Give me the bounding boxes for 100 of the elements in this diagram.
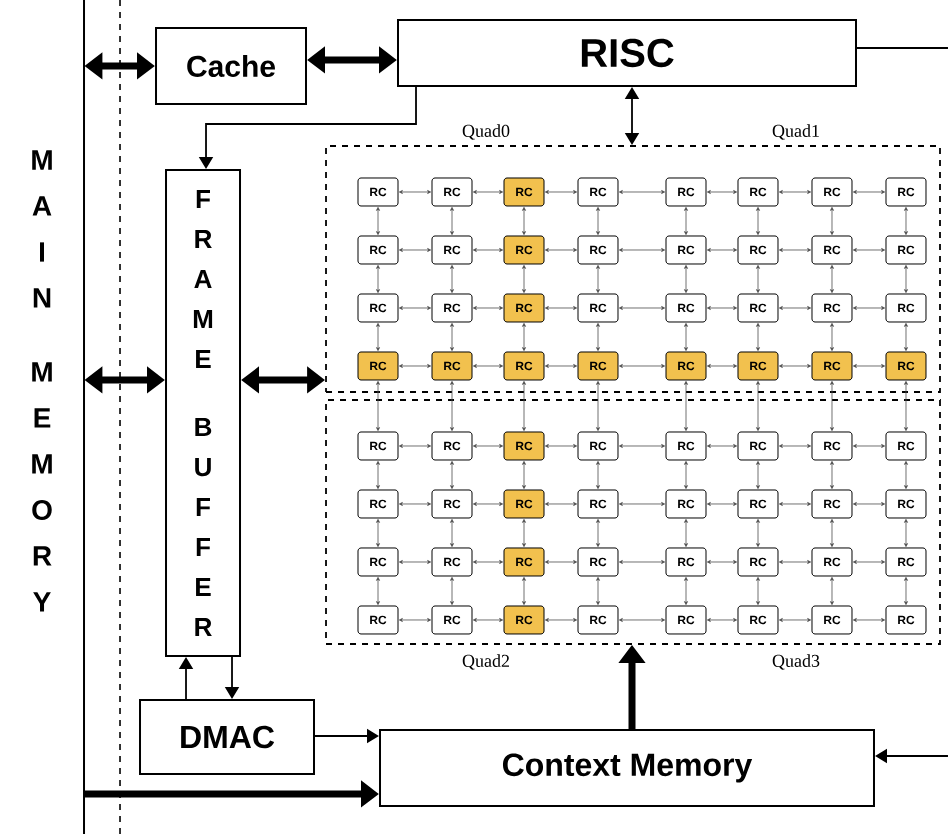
- arrow: [779, 364, 811, 368]
- arrow: [596, 323, 600, 351]
- quad-label: Quad2: [462, 654, 509, 670]
- arrow: [473, 248, 503, 252]
- arrow: [707, 190, 737, 194]
- arrow: [684, 461, 688, 489]
- arrow: [545, 248, 577, 252]
- arrow: [904, 265, 908, 293]
- arrow: [684, 265, 688, 293]
- arrow: [473, 190, 503, 194]
- arrow: [522, 381, 526, 431]
- arrow: [684, 519, 688, 547]
- arrow: [376, 381, 380, 431]
- arrow: [619, 560, 665, 564]
- arrow: [707, 248, 737, 252]
- arrow: [779, 190, 811, 194]
- arrow: [545, 190, 577, 194]
- arrow: [707, 364, 737, 368]
- arrow: [707, 502, 737, 506]
- arrow: [904, 577, 908, 605]
- arrow: [473, 444, 503, 448]
- arrow: [399, 190, 431, 194]
- arrow: [450, 577, 454, 605]
- arrow: [450, 519, 454, 547]
- arrow: [853, 444, 885, 448]
- arrow: [756, 207, 760, 235]
- arrow: [756, 265, 760, 293]
- quad-label: Quad3: [772, 654, 820, 670]
- arrow: [904, 323, 908, 351]
- arrow: [756, 323, 760, 351]
- vertical-label: M A I N M E M O R Y: [32, 150, 52, 612]
- buffer-box: F R A M E B U F F E R: [165, 169, 241, 657]
- arrow: [399, 248, 431, 252]
- arrow: [522, 519, 526, 547]
- arrow: [779, 502, 811, 506]
- arrow: [450, 461, 454, 489]
- arrow: [619, 190, 665, 194]
- arrow: [399, 364, 431, 368]
- arrow: [904, 207, 908, 235]
- arrow: [830, 461, 834, 489]
- arrow: [619, 306, 665, 310]
- arrow: [619, 248, 665, 252]
- arrow: [376, 207, 380, 235]
- controller-box: DMAC: [139, 699, 315, 775]
- arrow: [545, 502, 577, 506]
- arrow: [779, 248, 811, 252]
- arrow: [853, 560, 885, 564]
- arrow: [596, 265, 600, 293]
- arrow: [830, 381, 834, 431]
- arrow: [376, 323, 380, 351]
- arrow: [450, 381, 454, 431]
- arrow: [596, 207, 600, 235]
- arrow: [830, 207, 834, 235]
- arrow: [853, 618, 885, 622]
- arrow: [756, 519, 760, 547]
- arrow: [399, 306, 431, 310]
- arrow: [707, 560, 737, 564]
- arrow: [853, 248, 885, 252]
- arrow: [830, 323, 834, 351]
- quad-label: Quad0: [462, 124, 510, 140]
- arrow: [853, 190, 885, 194]
- arrow: [522, 207, 526, 235]
- arrow: [545, 560, 577, 564]
- arrow: [596, 577, 600, 605]
- arrow: [619, 444, 665, 448]
- arrow: [830, 265, 834, 293]
- arrow: [473, 364, 503, 368]
- arrow: [707, 618, 737, 622]
- arrow: [853, 364, 885, 368]
- arrow: [830, 577, 834, 605]
- arrow: [450, 265, 454, 293]
- arrow: [904, 461, 908, 489]
- arrow: [830, 519, 834, 547]
- arrow: [473, 502, 503, 506]
- arrow: [596, 381, 600, 431]
- arrow: [619, 618, 665, 622]
- arrow: [376, 461, 380, 489]
- arrow: [473, 560, 503, 564]
- arrow: [904, 381, 908, 431]
- memory-box: Context Memory: [379, 729, 875, 807]
- arrow: [450, 323, 454, 351]
- array-region: [325, 399, 941, 645]
- arrow: [779, 618, 811, 622]
- arrow: [450, 207, 454, 235]
- arrow: [779, 560, 811, 564]
- arrow: [545, 618, 577, 622]
- cache-box: Cache: [155, 27, 307, 105]
- arrow: [596, 461, 600, 489]
- arrow: [756, 577, 760, 605]
- arrow: [522, 577, 526, 605]
- arrow: [522, 265, 526, 293]
- arrow: [684, 323, 688, 351]
- array-region: [325, 145, 941, 393]
- arrow: [779, 306, 811, 310]
- arrow: [619, 502, 665, 506]
- arrow: [399, 560, 431, 564]
- arrow: [545, 444, 577, 448]
- arrow: [376, 265, 380, 293]
- arrow: [545, 306, 577, 310]
- arrow: [376, 519, 380, 547]
